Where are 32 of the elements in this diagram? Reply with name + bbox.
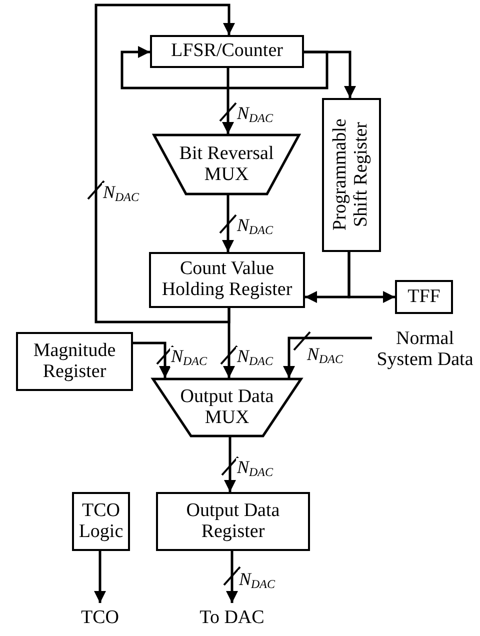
edge-label: N$_{DAC}$ bbox=[236, 458, 274, 478]
arrow bbox=[226, 551, 238, 603]
block-box: Magnitude Register bbox=[16, 332, 133, 391]
edge-label: N$_{DAC}$ bbox=[102, 183, 140, 203]
block-box: Programmable Shift Register bbox=[322, 98, 381, 252]
block-box: LFSR/Counter bbox=[150, 35, 304, 68]
arrow bbox=[133, 342, 171, 378]
edge-label: N$_{DAC}$ bbox=[238, 570, 276, 590]
mux-trapezoid: Bit Reversal MUX bbox=[153, 134, 300, 195]
arrow bbox=[224, 437, 236, 492]
block-box: TCO Logic bbox=[72, 492, 130, 551]
edge-label: N$_{DAC}$ bbox=[306, 345, 344, 365]
arrow bbox=[120, 46, 328, 90]
block-box: Count Value Holding Register bbox=[149, 252, 305, 308]
arrow bbox=[348, 252, 395, 303]
arrow bbox=[94, 4, 235, 324]
edge-label: N$_{DAC}$ bbox=[236, 347, 274, 367]
block-box: Output Data Register bbox=[156, 492, 310, 551]
arrow bbox=[222, 195, 234, 252]
edge-label: N$_{DAC}$ bbox=[170, 347, 208, 367]
mux-trapezoid: Output Data MUX bbox=[152, 378, 302, 437]
arrow bbox=[304, 50, 356, 98]
edge-label: N$_{DAC}$ bbox=[236, 104, 274, 124]
block-box: TFF bbox=[395, 280, 453, 314]
arrow bbox=[94, 551, 106, 603]
edge-label: N$_{DAC}$ bbox=[236, 216, 274, 236]
signal-label: To DAC bbox=[180, 606, 284, 630]
arrow bbox=[223, 308, 235, 378]
signal-label: Normal System Data bbox=[372, 326, 478, 374]
signal-label: TCO bbox=[70, 606, 130, 630]
arrow bbox=[222, 68, 234, 134]
arrow bbox=[283, 336, 372, 378]
